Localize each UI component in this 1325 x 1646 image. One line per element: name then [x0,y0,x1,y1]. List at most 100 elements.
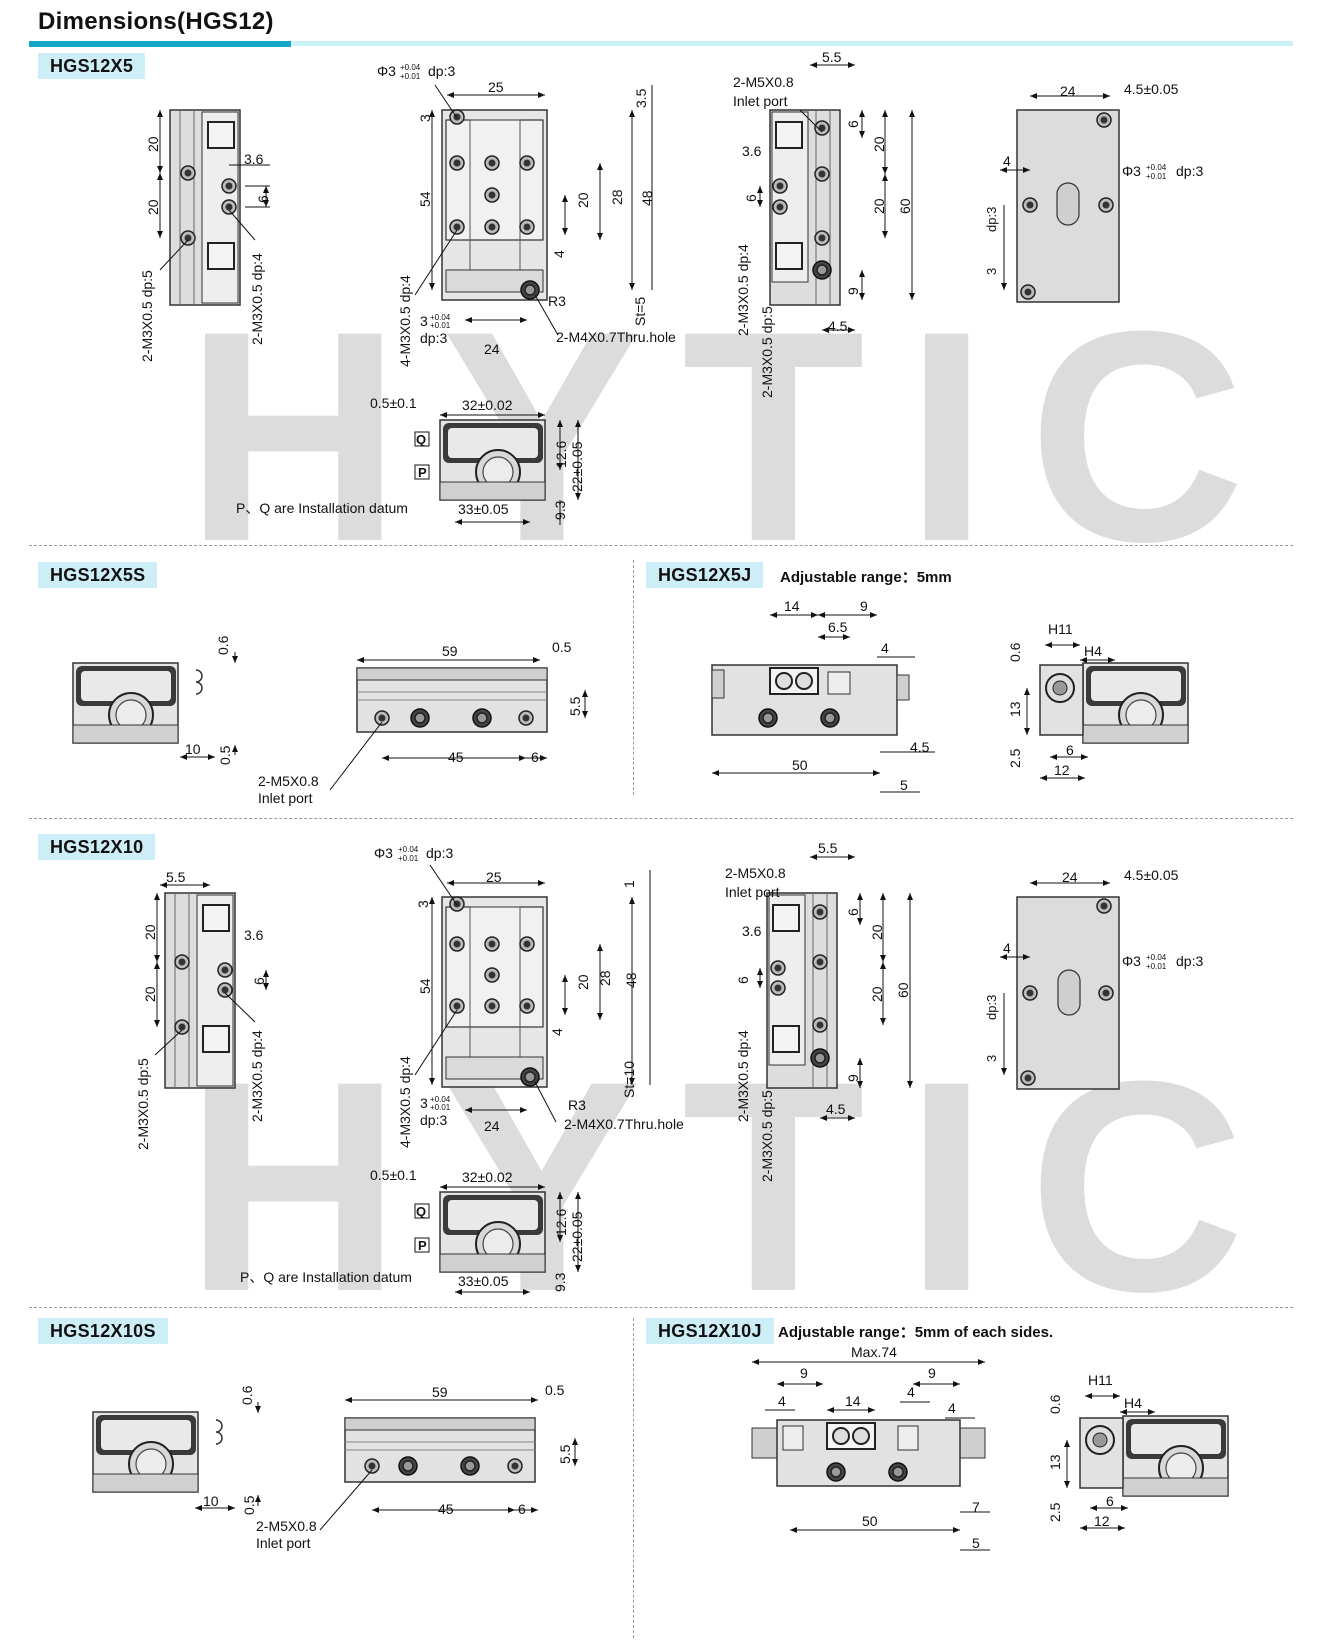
dim-label: 13 [1007,701,1023,717]
section-label-hgs12x10j: HGS12X10J [646,1318,774,1344]
dim-label: +0.04 [1146,953,1167,962]
dim-label: Max.74 [851,1344,897,1360]
datum-q: Q [416,432,426,447]
dim-label: +0.04 [400,63,421,72]
dim-label: 5 [900,777,908,793]
dim-label: 22±0.05 [569,441,585,492]
dim-label: 33±0.05 [458,1273,509,1289]
dim-label: 28 [609,189,625,205]
title-underline-accent [29,41,291,47]
dim-label: H11 [1048,621,1073,637]
dim-label: 20 [142,986,158,1002]
dim-label: 3.6 [244,927,264,943]
watermark: HYTIC HYTIC [185,268,1245,1354]
dim-label: 2-M3X0.5 dp:4 [249,1030,265,1122]
dim-label: 20 [142,924,158,940]
dim-label: 2-M3X0.5 dp:5 [139,270,155,362]
dim-label: 5 [972,1535,980,1551]
dim-label: 45 [448,749,464,765]
hgs12x10s-side-view: 59 0.5 5.5 45 6 2-M5X0.8 Inlet port [256,1382,578,1551]
dim-label: Φ3 [377,63,396,79]
dim-label: 9 [845,287,861,295]
dim-label: 6 [743,194,759,202]
divider [633,560,634,795]
datum-note: P、Q are Installation datum [240,1269,412,1285]
dim-label: +0.01 [1146,172,1167,181]
dim-label: +0.01 [400,72,421,81]
dim-label: 2-M3X0.5 dp:4 [735,1030,751,1122]
section-label-hgs12x5s: HGS12X5S [38,562,158,588]
dim-label: 6 [845,908,861,916]
dim-label: 6 [1106,1493,1114,1509]
dim-label: 2-M3X0.5 dp:4 [249,253,265,345]
dim-label: +0.01 [430,1103,451,1112]
dim-label: 3.6 [244,151,264,167]
hgs12x10-bottom-view: 24 4.5±0.05 4 Φ3 +0.04 +0.01 dp:3 dp:3 3 [984,867,1203,1090]
dim-label: 0.6 [239,1385,255,1405]
divider [633,1318,634,1638]
dim-label: Φ3 [1122,163,1141,179]
dim-label: 3 [415,900,431,908]
dim-label: 0.5 [545,1382,565,1398]
hgs12x10j-side-view: Max.74 9 9 4 14 4 4 50 7 5 [751,1344,990,1551]
dim-label: 2-M3X0.5 dp:4 [735,244,751,336]
dim-label: +0.01 [430,321,451,330]
page-title: Dimensions(HGS12) [38,8,274,35]
dim-label: 6 [531,749,539,765]
dim-label: 10 [185,741,201,757]
hgs12x5-end-view: Q P 0.5±0.1 32±0.02 12.6 22±0.05 33±0.05… [236,395,585,525]
dim-label: 10 [203,1493,219,1509]
hgs12x5s-end-view: 0.6 10 0.5 [72,635,238,765]
dim-label: 4 [907,1384,915,1400]
dim-label: H4 [1124,1395,1142,1411]
dim-label: 0.5 [241,1495,257,1515]
dim-label: 4 [1003,153,1011,169]
section-label-hgs12x10s: HGS12X10S [38,1318,168,1344]
dim-label: 3 [420,1095,428,1111]
dim-label: 3 [984,1055,999,1062]
dim-label: St=10 [621,1061,637,1098]
dim-label: 2.5 [1007,748,1023,768]
dim-label: 54 [417,191,433,207]
dim-label: 3.6 [742,923,762,939]
dim-label: 20 [145,136,161,152]
dim-label: 9 [800,1365,808,1381]
dim-label: 33±0.05 [458,501,509,517]
dim-label: 25 [488,79,504,95]
dim-label: 2-M3X0.5 dp:5 [135,1058,151,1150]
hgs12x5-top-view: Φ3 +0.04 +0.01 dp:3 25 3.5 3 54 20 28 48… [377,63,676,367]
dim-label: dp:3 [984,207,999,232]
dim-label: 50 [792,757,808,773]
hgs12x10-left-profile: 5.5 20 20 3.6 6 2-M3X0.5 dp:5 2-M3X0.5 d… [135,869,269,1150]
hgs12x10-top-view: Φ3 +0.04 +0.01 dp:3 25 1 3 54 20 28 48 4… [374,845,684,1148]
dim-label: 7 [972,1499,980,1515]
dim-label: 59 [432,1384,448,1400]
dim-label: 6 [255,195,271,203]
dim-label: 6 [1066,742,1074,758]
dim-label: 60 [895,982,911,998]
dim-label: 4 [551,250,567,258]
dim-label: +0.04 [398,845,419,854]
dim-label: 2-M3X0.5 dp:5 [759,306,775,398]
dim-label: Inlet port [725,884,780,900]
dim-label: 54 [417,978,433,994]
dim-label: dp:3 [420,1112,447,1128]
dim-label: 2-M5X0.8 [733,74,794,90]
dim-label: dp:3 [1176,163,1203,179]
dim-label: 59 [442,643,458,659]
dim-label: 1 [621,880,637,888]
dim-label: 24 [484,1118,500,1134]
dim-label: 6.5 [828,619,848,635]
divider [29,545,1293,546]
dim-label: 4 [549,1028,565,1036]
dim-label: Φ3 [374,845,393,861]
dim-label: 12.6 [553,1209,569,1236]
dim-label: 3.6 [742,143,762,159]
dim-label: 20 [869,924,885,940]
dim-label: +0.04 [1146,163,1167,172]
datum-q: Q [416,1204,426,1219]
dim-label: H4 [1084,643,1102,659]
adjustable-range-note: Adjustable range：5mm of each sides. [778,1324,1054,1341]
dim-label: 4-M3X0.5 dp:4 [397,1056,413,1148]
dim-label: 2-M5X0.8 [256,1518,317,1534]
